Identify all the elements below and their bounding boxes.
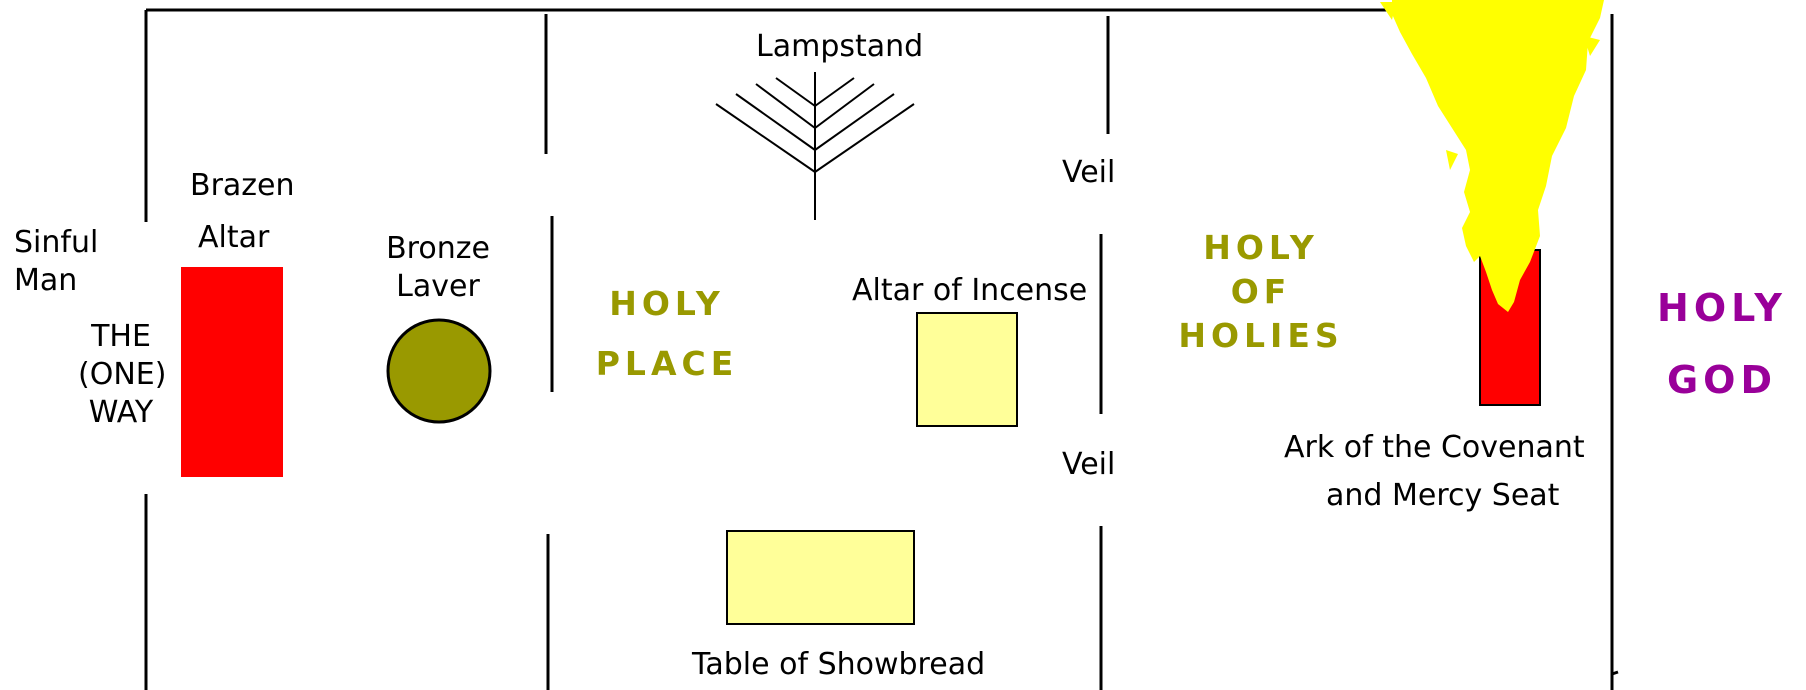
holy-god-line-2: GOD [1666, 358, 1778, 402]
holy-place-line-1: HOLY [609, 284, 725, 323]
bronze-laver-shape [386, 318, 492, 424]
ark-line-2: and Mercy Seat [1326, 478, 1560, 513]
brazen-altar-shape [181, 267, 283, 477]
holy-god-line-1: HOLY [1657, 286, 1787, 330]
holy-of-holies-line-3: HOLIES [1178, 316, 1344, 355]
holy-place-line-2: PLACE [595, 344, 739, 383]
altar-of-incense-label: Altar of Incense [852, 273, 1088, 308]
bronze-laver-label: Bronze Laver [368, 230, 508, 306]
table-of-showbread-shape [726, 530, 915, 625]
walls [144, 8, 1619, 690]
the-one-way-line-3: WAY [88, 395, 154, 430]
altar-of-incense-shape [916, 312, 1018, 427]
glory-cloud-shape [1392, 0, 1604, 312]
ark-line-1: Ark of the Covenant [1284, 430, 1585, 465]
lampstand-label: Lampstand [756, 29, 924, 64]
sinful-man-line-1: Sinful [14, 225, 99, 260]
brazen-altar-label: Brazen Altar [190, 160, 295, 264]
bronze-laver-line-2: Laver [396, 269, 480, 304]
sinful-man-label: Sinful Man [14, 224, 98, 300]
the-one-way-line-1: THE [91, 319, 151, 354]
the-one-way-line-2: (ONE) [78, 357, 167, 392]
holy-place-label: HOLY PLACE [592, 274, 742, 394]
ark-of-covenant-shape [1479, 249, 1541, 406]
holy-of-holies-line-1: HOLY [1203, 228, 1319, 267]
table-of-showbread-label: Table of Showbread [692, 647, 986, 682]
holy-of-holies-line-2: OF [1230, 272, 1292, 311]
brazen-altar-line-1: Brazen [190, 168, 295, 203]
veil-bottom-label: Veil [1062, 447, 1116, 482]
wall-notch [1611, 670, 1619, 676]
ark-label: Ark of the Covenant and Mercy Seat [1284, 424, 1585, 520]
holy-god-label: HOLY GOD [1642, 272, 1802, 416]
bronze-laver-line-1: Bronze [386, 231, 490, 266]
sinful-man-line-2: Man [14, 263, 78, 298]
veil-top-label: Veil [1062, 155, 1116, 190]
the-one-way-label: THE (ONE) WAY [78, 318, 167, 432]
holy-of-holies-label: HOLY OF HOLIES [1176, 226, 1346, 358]
lampstand-icon [715, 72, 915, 220]
brazen-altar-line-2: Altar [198, 220, 270, 255]
